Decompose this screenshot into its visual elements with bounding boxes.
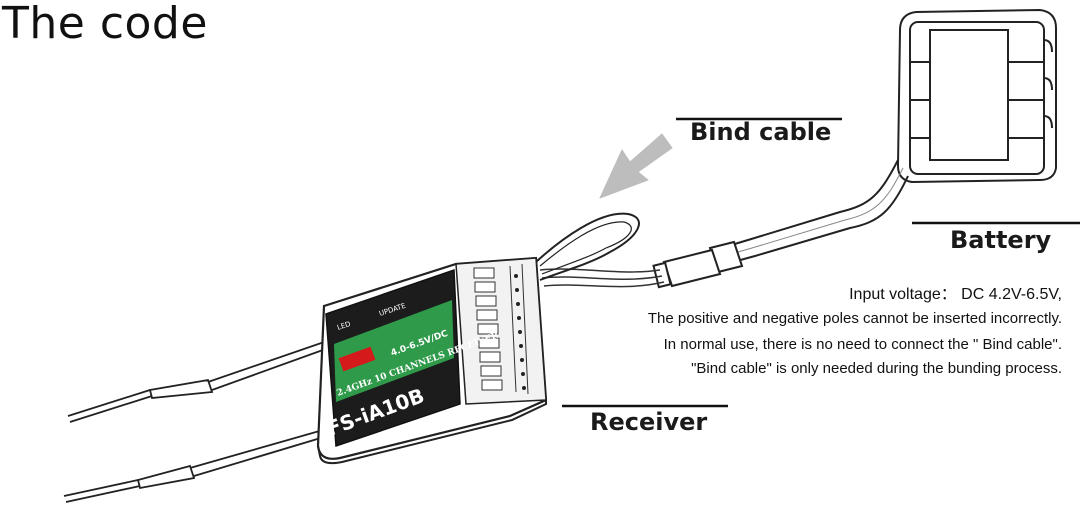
bind-cable-label: Bind cable bbox=[690, 118, 832, 146]
battery-pack bbox=[896, 8, 1057, 184]
battery-lead bbox=[727, 159, 909, 263]
note-line-3: In normal use, there is no need to conne… bbox=[663, 336, 1062, 353]
arrow-icon bbox=[599, 133, 673, 199]
servo-wires bbox=[539, 268, 665, 288]
bind-cable bbox=[535, 212, 640, 281]
note-line-1: Input voltage： DC 4.2V-6.5V, bbox=[849, 286, 1062, 303]
battery-label: Battery bbox=[950, 226, 1052, 254]
note-line-4: "Bind cable" is only needed during the b… bbox=[691, 360, 1062, 377]
receiver-led-label: LED bbox=[336, 320, 352, 332]
antennas bbox=[63, 339, 335, 503]
page-title: The code bbox=[2, 0, 208, 49]
battery-connector bbox=[652, 240, 744, 289]
receiver-body bbox=[316, 256, 548, 465]
receiver-label: Receiver bbox=[590, 408, 708, 436]
note-line-2: The positive and negative poles cannot b… bbox=[647, 310, 1062, 327]
